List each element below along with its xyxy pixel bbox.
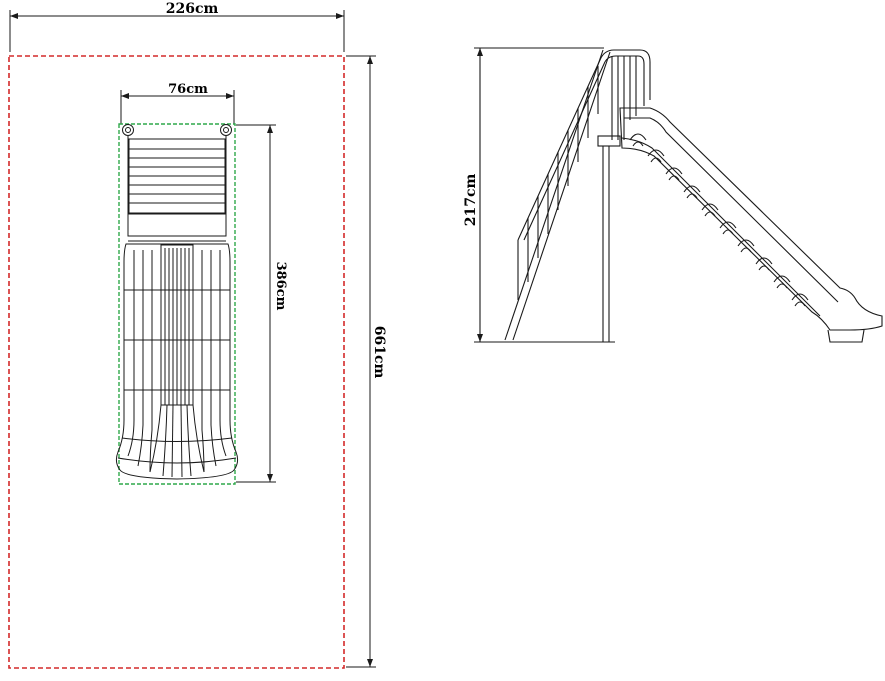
- slide-width-label: 76cm: [168, 82, 208, 97]
- slide-width-dimension: [120, 90, 235, 124]
- platform-height-label: 217cm: [463, 174, 479, 227]
- ladder-handrail: [517, 49, 651, 241]
- left-handrail-knob: [122, 124, 134, 136]
- slide-bed: [115, 243, 239, 480]
- platform-deck: [127, 213, 227, 237]
- overall-width-dimension: [9, 10, 345, 52]
- right-handrail-knob: [220, 124, 232, 136]
- side-view: 217cm: [462, 47, 883, 343]
- overall-width-label: 226cm: [166, 1, 219, 17]
- slide-side-profile: [619, 107, 883, 343]
- slide-length-dimension: [236, 124, 276, 483]
- overall-length-dimension: [346, 55, 376, 668]
- ladder-side: [504, 49, 651, 341]
- plan-view: 226cm 661cm 76cm 386: [8, 0, 388, 669]
- slide-footprint-outline: [118, 123, 236, 485]
- platform-post: [597, 135, 621, 342]
- slide-top-view: [115, 124, 239, 480]
- safety-zone-outline: [8, 55, 345, 669]
- overall-length-label: 661cm: [371, 326, 387, 379]
- slide-length-label: 386cm: [273, 262, 288, 311]
